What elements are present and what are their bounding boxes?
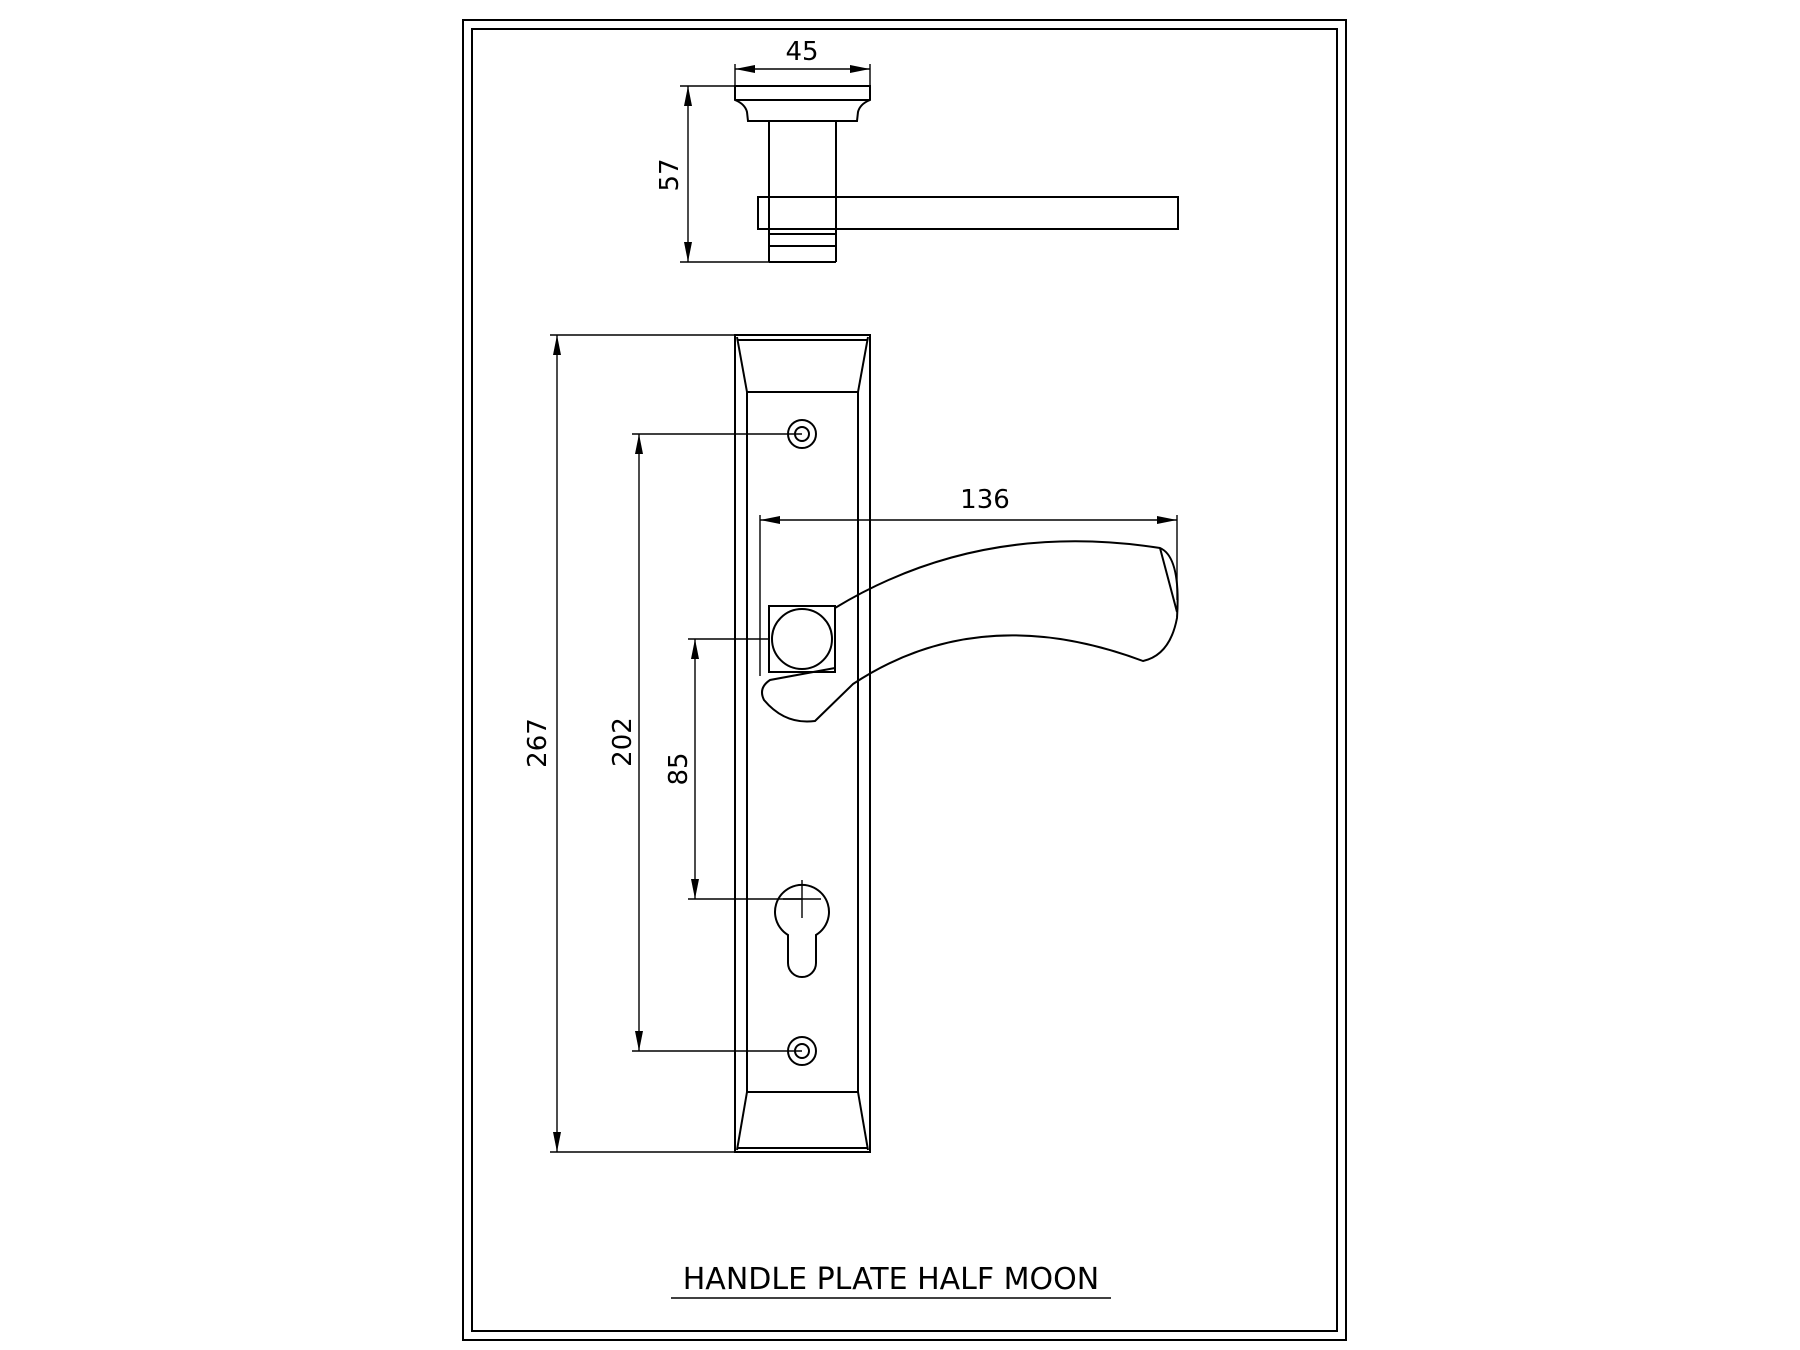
top-view (734, 85, 1179, 263)
dimension-lever-length: 136 (759, 485, 1178, 676)
lever-handle (761, 540, 1179, 723)
drawing-frame (462, 19, 1347, 1341)
dimension-plate-height: 267 (523, 334, 735, 1153)
dimension-screw-centers: 202 (608, 433, 802, 1052)
dimension-label-202: 202 (608, 717, 638, 767)
drawing-title: HANDLE PLATE HALF MOON (671, 1262, 1111, 1299)
page-title: HANDLE PLATE HALF MOON (683, 1262, 1099, 1297)
dimension-label-136: 136 (960, 485, 1010, 515)
dimension-label-45: 45 (785, 37, 818, 67)
dimension-backset: 85 (664, 638, 802, 900)
keyhole-icon (774, 880, 830, 978)
dimension-label-57: 57 (655, 158, 685, 191)
dimension-projection: 57 (655, 85, 769, 263)
dimension-rose-width: 45 (734, 37, 871, 86)
dimension-label-85: 85 (664, 752, 694, 785)
dimension-label-267: 267 (523, 718, 553, 768)
back-plate (734, 334, 871, 1153)
